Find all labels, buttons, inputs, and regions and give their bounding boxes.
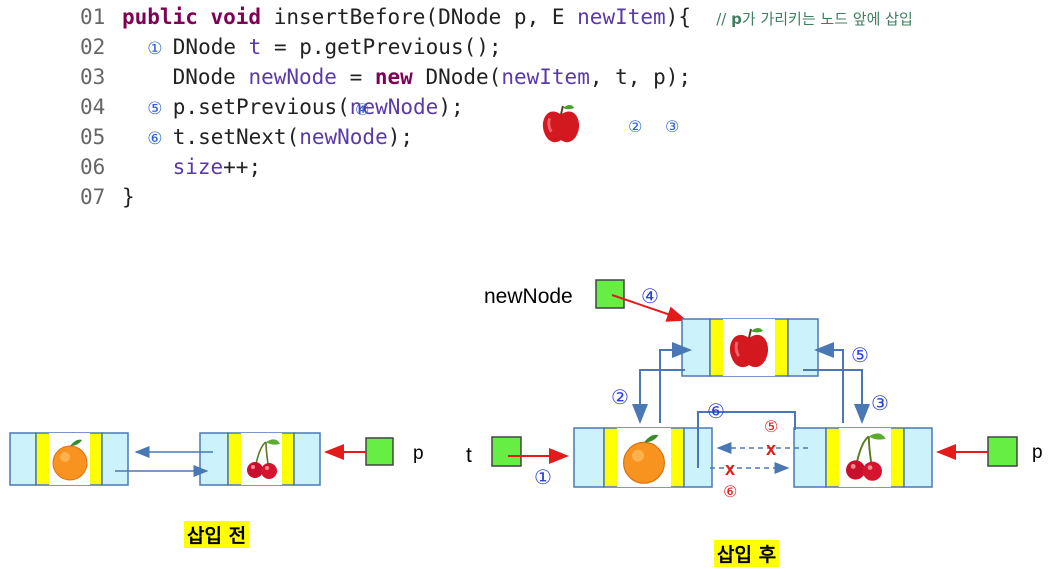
cross-num-6: ⑥ bbox=[723, 482, 737, 501]
code-step-mark: ⑤ bbox=[147, 99, 173, 119]
p-label-before: p bbox=[413, 443, 424, 464]
t-label: t bbox=[466, 444, 472, 467]
code-line-06: 06 size++; bbox=[80, 152, 913, 182]
code-mark-4: ④ bbox=[355, 100, 369, 119]
step-3: ③ bbox=[871, 391, 889, 415]
step-5: ⑤ bbox=[851, 343, 869, 367]
code-line-04: 04 ⑤ p.setPrevious(newNode); bbox=[80, 92, 913, 122]
code-step-mark: ① bbox=[147, 39, 173, 59]
newnode-pointer bbox=[595, 279, 625, 309]
caption-before: 삽입 전 bbox=[184, 521, 250, 548]
line-number: 04 bbox=[80, 95, 106, 119]
apple-icon-code bbox=[541, 103, 581, 144]
p-pointer-after bbox=[987, 436, 1018, 467]
step-1: ① bbox=[534, 465, 552, 489]
line-number: 03 bbox=[80, 65, 106, 89]
code-line-05: 05 ⑥ t.setNext(newNode); bbox=[80, 122, 913, 152]
line-number: 01 bbox=[80, 5, 106, 29]
newnode-label: newNode bbox=[484, 285, 573, 308]
p-label-after: p bbox=[1032, 442, 1043, 463]
line-number: 06 bbox=[80, 155, 106, 179]
code-line-03: 03 DNode newNode = new DNode(newItem, t,… bbox=[80, 62, 913, 92]
code-mark-3: ③ bbox=[665, 117, 679, 136]
code-mark-2: ② bbox=[628, 117, 642, 136]
code-step-mark: ⑥ bbox=[147, 129, 173, 149]
step-4: ④ bbox=[641, 284, 659, 308]
line-number: 02 bbox=[80, 35, 106, 59]
cross-num-5: ⑤ bbox=[764, 417, 778, 436]
node-cherry-after bbox=[793, 427, 933, 488]
node-orange-before bbox=[9, 432, 129, 486]
code-line-07: 07} bbox=[80, 182, 913, 212]
node-cherry-before bbox=[199, 432, 321, 486]
caption-after: 삽입 후 bbox=[714, 540, 780, 567]
cross-mark-6: x bbox=[725, 459, 735, 479]
line-number: 07 bbox=[80, 185, 106, 209]
node-apple-new bbox=[681, 318, 819, 377]
step-2: ② bbox=[611, 385, 629, 409]
t-pointer bbox=[491, 436, 522, 467]
cross-mark-5: x bbox=[766, 439, 776, 459]
line-number: 05 bbox=[80, 125, 106, 149]
node-orange-after bbox=[573, 427, 713, 488]
p-pointer-before bbox=[365, 437, 394, 466]
step-6: ⑥ bbox=[707, 399, 725, 423]
code-line-02: 02 ① DNode t = p.getPrevious(); bbox=[80, 32, 913, 62]
